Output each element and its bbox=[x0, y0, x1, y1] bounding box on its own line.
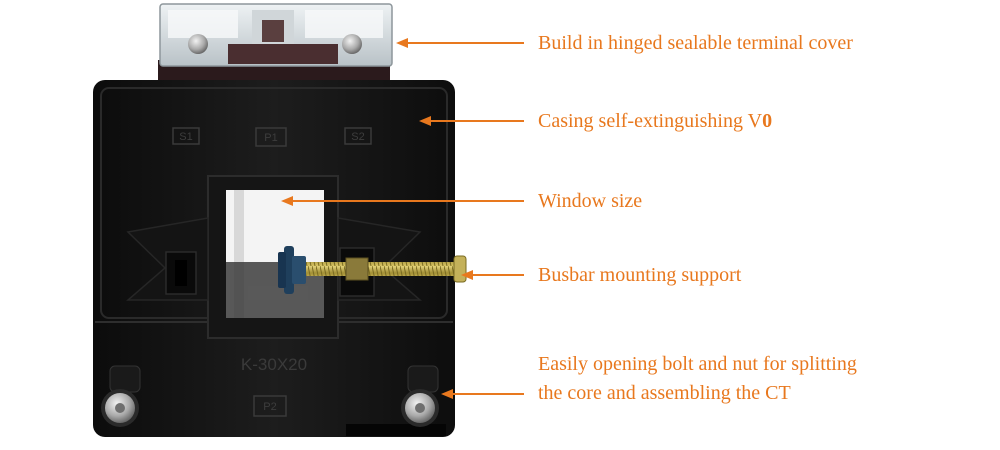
callout-bolt-line-2: the core and assembling the CT bbox=[538, 382, 791, 404]
callout-bolt-line-1: Easily opening bolt and nut for splittin… bbox=[538, 353, 857, 375]
callout-casing: Casing self-extinguishing V0 bbox=[538, 107, 772, 136]
terminal-screw-icon bbox=[188, 34, 208, 54]
bolt-icon bbox=[278, 246, 467, 294]
callout-casing-text: Casing self-extinguishing V bbox=[538, 110, 763, 132]
model-marking: K-30X20 bbox=[241, 355, 307, 374]
callout-busbar-support: Busbar mounting support bbox=[538, 264, 742, 286]
marking-p1: P1 bbox=[264, 132, 277, 144]
callout-window-size: Window size bbox=[538, 190, 643, 212]
arrow-bolt bbox=[441, 389, 524, 399]
arrow-window bbox=[281, 196, 524, 206]
left-screw-head-icon bbox=[101, 365, 141, 427]
callout-arrows bbox=[281, 38, 524, 399]
arrow-terminal-cover bbox=[396, 38, 524, 48]
callout-casing-rating: 0 bbox=[762, 110, 773, 132]
lower-markings: K-30X20 P2 bbox=[241, 355, 307, 417]
terminal-cover bbox=[158, 3, 393, 82]
top-markings: S1 P1 S2 bbox=[172, 127, 372, 147]
right-screw-head-icon bbox=[401, 365, 439, 427]
callout-terminal-cover: Build in hinged sealable terminal cover bbox=[538, 32, 853, 54]
marking-s2: S2 bbox=[351, 131, 364, 143]
arrow-casing bbox=[419, 116, 524, 126]
marking-s1: S1 bbox=[179, 131, 192, 143]
marking-p2: P2 bbox=[263, 401, 276, 413]
left-latch bbox=[125, 217, 209, 301]
arrow-busbar bbox=[461, 270, 524, 280]
callout-opening-bolt: Easily opening bolt and nut for splittin… bbox=[538, 350, 857, 408]
terminal-screw-icon bbox=[342, 34, 362, 54]
